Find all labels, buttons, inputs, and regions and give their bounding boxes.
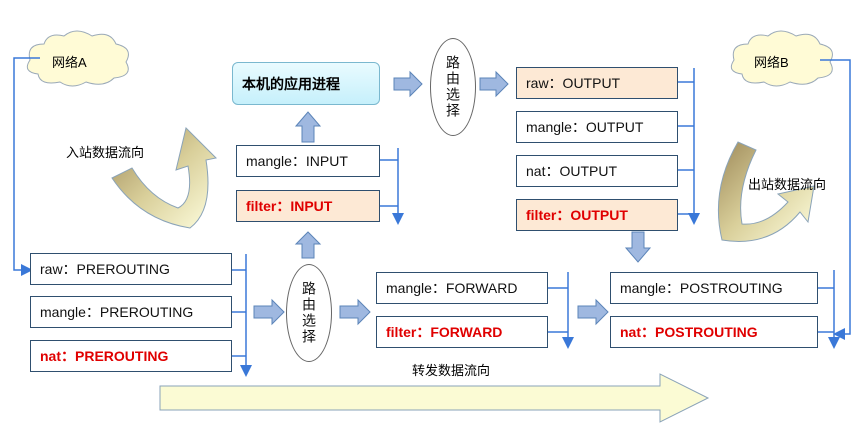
arrow-route-to-forward — [339, 298, 371, 326]
nat-postrouting: nat：POSTROUTING — [610, 316, 818, 348]
nat-prerouting: nat：PREROUTING — [30, 340, 232, 372]
nat-output: nat：OUTPUT — [516, 155, 678, 187]
raw-prerouting: raw：PREROUTING — [30, 253, 232, 285]
routing-decision-bottom: 路由选择 — [286, 264, 332, 362]
mangle-output: mangle：OUTPUT — [516, 111, 678, 143]
arrow-forward-to-post — [577, 298, 609, 326]
cloud-shape-b — [730, 30, 833, 87]
arrow-input-to-app — [294, 111, 322, 143]
local-app-process: 本机的应用进程 — [232, 62, 380, 105]
arrow-output-to-post — [624, 231, 652, 263]
mangle-forward: mangle：FORWARD — [376, 272, 548, 304]
cloud-network-a: 网络A — [52, 55, 87, 70]
filter-forward: filter：FORWARD — [376, 316, 548, 348]
filter-output: filter：OUTPUT — [516, 199, 678, 231]
mangle-postrouting: mangle：POSTROUTING — [610, 272, 818, 304]
forward-flow-arrow — [159, 373, 710, 423]
arrow-route-to-output — [479, 70, 509, 98]
raw-output: raw：OUTPUT — [516, 67, 678, 99]
inbound-flow-arrow — [111, 127, 218, 229]
routing-decision-top: 路由选择 — [430, 38, 476, 136]
cloud-network-b: 网络B — [754, 55, 789, 70]
inbound-flow-label: 入站数据流向 — [66, 145, 145, 160]
outbound-flow-label: 出站数据流向 — [748, 177, 827, 192]
forward-flow-label: 转发数据流向 — [412, 363, 491, 378]
outbound-flow-arrow — [717, 141, 815, 242]
mangle-input: mangle：INPUT — [236, 145, 380, 177]
arrow-route-to-input — [294, 231, 322, 259]
arrow-pre-to-route — [253, 298, 285, 326]
cloud-shape-a — [26, 30, 129, 87]
filter-input: filter：INPUT — [236, 190, 380, 222]
mangle-prerouting: mangle：PREROUTING — [30, 296, 232, 328]
arrow-app-to-route — [393, 70, 423, 98]
